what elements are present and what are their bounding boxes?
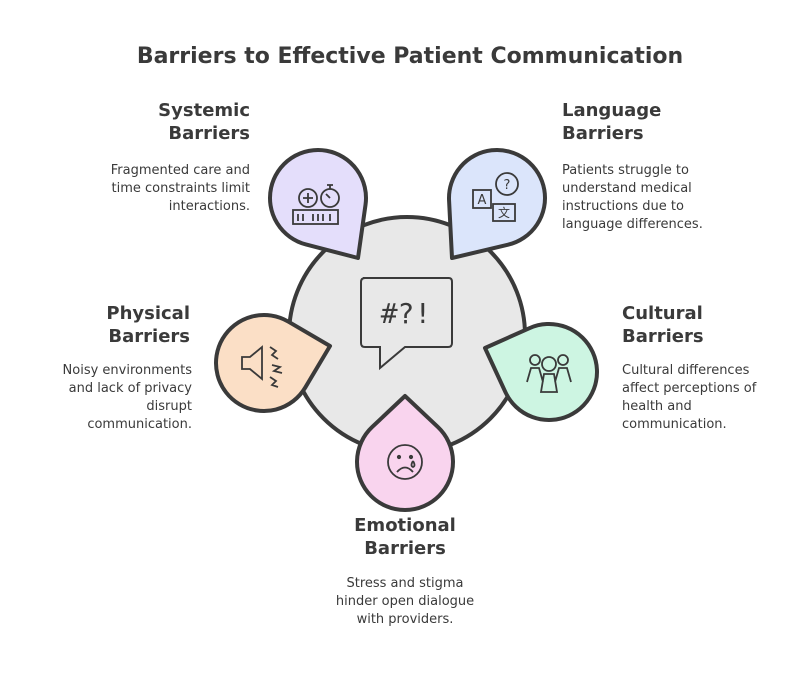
- speech-bubble-frustration-icon: #?!: [360, 277, 453, 371]
- crying-face-icon: [387, 444, 423, 480]
- language-barrier-node: A? 文: [447, 148, 547, 260]
- physical-barrier-node: [214, 313, 332, 413]
- systemic-barrier-node: [268, 148, 368, 260]
- center-symbol: #?!: [381, 297, 432, 330]
- diverse-people-icon: [526, 354, 572, 393]
- diagram-title: Barriers to Effective Patient Communicat…: [136, 44, 684, 69]
- systemic-teardrop: [268, 148, 368, 260]
- noisy-speaker-icon: [241, 345, 283, 388]
- svg-text:文: 文: [498, 205, 510, 220]
- translation-bubbles-icon: A? 文: [472, 172, 519, 222]
- hospital-stopwatch-icon: [292, 184, 340, 225]
- cultural-barrier-node: [483, 322, 599, 422]
- svg-text:?: ?: [504, 178, 511, 193]
- emotional-barrier-node: [355, 394, 455, 512]
- svg-text:A: A: [478, 193, 487, 208]
- emotional-teardrop: [355, 394, 455, 512]
- physical-teardrop: [214, 313, 332, 413]
